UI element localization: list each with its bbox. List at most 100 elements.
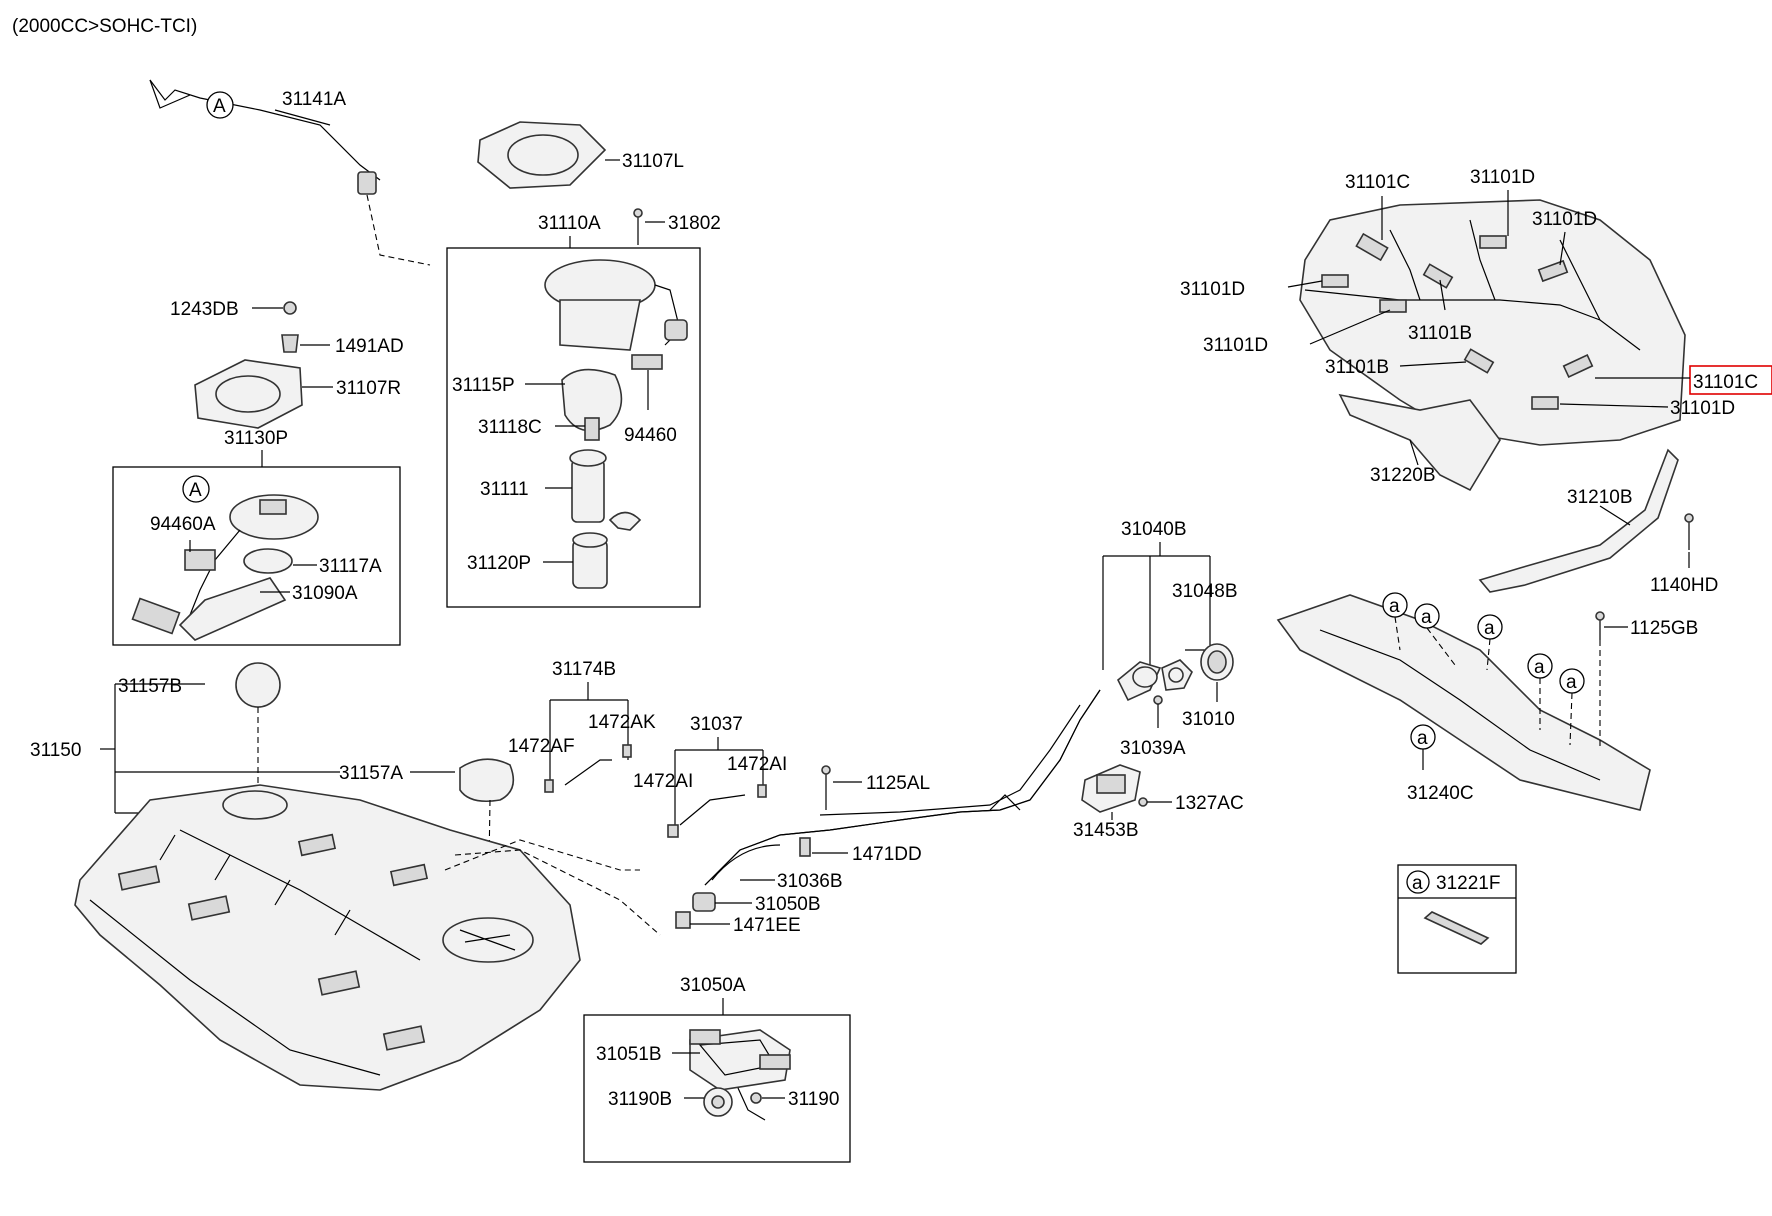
label-94460[interactable]: 94460 (624, 425, 677, 446)
fuel-pump-module[interactable] (544, 259, 688, 351)
label-31050B[interactable]: 31050B (755, 894, 821, 915)
label-31130P[interactable]: 31130P (224, 428, 288, 449)
label-31111[interactable]: 31111 (480, 479, 529, 500)
filler-hose-31036B[interactable] (711, 844, 781, 881)
clamp-1472AK[interactable] (622, 744, 632, 758)
tank-cover-31101[interactable] (1299, 199, 1686, 446)
filler-pipe[interactable] (704, 689, 1101, 886)
label-1472AF[interactable]: 1472AF (508, 736, 575, 757)
label-31157B[interactable]: 31157B (118, 676, 182, 697)
filter-31120P[interactable] (572, 532, 608, 589)
label-31174B[interactable]: 31174B (552, 659, 616, 680)
bolt-1140HD[interactable] (1684, 513, 1694, 550)
screw-1327AC[interactable] (1138, 797, 1148, 807)
label-31050A[interactable]: 31050A (680, 975, 746, 996)
oring-31117A[interactable] (243, 548, 293, 574)
label-31240C[interactable]: 31240C (1407, 783, 1474, 804)
label-1491AD[interactable]: 1491AD (335, 336, 404, 357)
label-31051B[interactable]: 31051B (596, 1044, 662, 1065)
label-31210B[interactable]: 31210B (1567, 487, 1633, 508)
hose-31050B[interactable] (692, 892, 716, 912)
label-31090A[interactable]: 31090A (292, 583, 358, 604)
clamp-1472AF[interactable] (544, 779, 554, 793)
label-94460A[interactable]: 94460A (150, 514, 216, 535)
label-1471EE[interactable]: 1471EE (733, 915, 801, 936)
label-31107L[interactable]: 31107L (622, 151, 684, 172)
canister-31051B[interactable] (689, 1029, 791, 1091)
label-31101D-5[interactable]: 31101D (1670, 398, 1735, 419)
label-31115P[interactable]: 31115P (452, 375, 515, 396)
screw-31039A[interactable] (1153, 695, 1163, 705)
clamp-1471DD[interactable] (799, 837, 811, 857)
label-31802[interactable]: 31802 (668, 213, 721, 234)
fuel-tank-31150[interactable] (74, 784, 581, 1091)
strap-31210B[interactable] (1478, 448, 1679, 593)
label-31048B[interactable]: 31048B (1172, 581, 1238, 602)
label-31141A[interactable]: 31141A (282, 89, 346, 110)
grommet-1491AD[interactable] (281, 334, 299, 353)
clamp-1471EE[interactable] (675, 911, 691, 929)
label-1471DD[interactable]: 1471DD (852, 844, 922, 865)
bracket-31090A[interactable] (178, 577, 287, 641)
label-31190[interactable]: 31190 (788, 1089, 839, 1110)
label-31101D-1[interactable]: 31101D (1470, 167, 1535, 188)
label-1140HD[interactable]: 1140HD (1650, 575, 1718, 596)
hose-31190[interactable] (737, 1087, 766, 1121)
bolt-1125GB[interactable] (1595, 611, 1605, 640)
gasket-31157B[interactable] (235, 662, 281, 708)
label-31101B-2[interactable]: 31101B (1325, 357, 1389, 378)
housing-31453B[interactable] (1081, 764, 1141, 813)
label-31157A[interactable]: 31157A (339, 763, 403, 784)
label-31453B[interactable]: 31453B (1073, 820, 1139, 841)
label-31101C-2[interactable]: 31101C (1693, 372, 1758, 393)
clamp-1472AI-2[interactable] (757, 784, 767, 798)
label-1125AL[interactable]: 1125AL (866, 773, 930, 794)
label-31101D-3[interactable]: 31101D (1180, 279, 1245, 300)
hose-31037[interactable] (679, 794, 746, 826)
pad-31221F[interactable] (1423, 911, 1490, 945)
label-31220B[interactable]: 31220B (1370, 465, 1436, 486)
heat-shield-31220B[interactable] (1338, 393, 1501, 492)
clamp-1472AI-1[interactable] (667, 824, 679, 838)
label-1243DB[interactable]: 1243DB (170, 299, 239, 320)
label-1472AI-1[interactable]: 1472AI (633, 771, 693, 792)
label-31101D-4[interactable]: 31101D (1203, 335, 1268, 356)
label-31150[interactable]: 31150 (30, 740, 81, 761)
label-31118C[interactable]: 31118C (478, 417, 542, 438)
label-31037[interactable]: 31037 (690, 714, 743, 735)
label-31221F[interactable]: 31221F (1436, 873, 1500, 894)
label-31040B[interactable]: 31040B (1121, 519, 1187, 540)
label-31107R[interactable]: 31107R (336, 378, 401, 399)
hose-31174B[interactable] (564, 759, 612, 786)
filler-neck-31040B[interactable] (1116, 661, 1162, 702)
label-31039A[interactable]: 31039A (1120, 738, 1186, 759)
label-31117A[interactable]: 31117A (319, 556, 382, 577)
sender-31130P[interactable] (131, 494, 319, 635)
gasket-31048B[interactable] (1161, 659, 1193, 691)
bolt-31802[interactable] (633, 208, 643, 245)
label-31036B[interactable]: 31036B (777, 871, 843, 892)
retainer-clip[interactable] (608, 511, 642, 531)
label-31190B[interactable]: 31190B (608, 1089, 672, 1110)
pump-31111[interactable] (569, 449, 607, 523)
gasket-31107L[interactable] (477, 121, 607, 189)
label-31110A[interactable]: 31110A (538, 213, 601, 234)
under-cover-31240C[interactable] (1276, 594, 1651, 811)
label-31101B-1[interactable]: 31101B (1408, 323, 1472, 344)
gasket-31157A[interactable] (459, 758, 515, 803)
label-31101C-1[interactable]: 31101C (1345, 172, 1410, 193)
gasket-31107R[interactable] (194, 359, 303, 429)
label-1125GB[interactable]: 1125GB (1630, 618, 1698, 639)
cap-31010[interactable] (1200, 643, 1234, 681)
label-31120P[interactable]: 31120P (467, 553, 531, 574)
valve-31190B[interactable] (703, 1087, 733, 1117)
screw-1243DB[interactable] (283, 301, 297, 315)
filter-31118C[interactable] (584, 417, 600, 441)
oring-31115P[interactable] (561, 368, 623, 432)
label-31101D-2[interactable]: 31101D (1532, 209, 1597, 230)
bolt-1125AL[interactable] (821, 765, 831, 810)
label-1472AK[interactable]: 1472AK (588, 712, 656, 733)
label-1327AC[interactable]: 1327AC (1175, 793, 1244, 814)
pad-94460[interactable] (631, 354, 663, 370)
label-31010[interactable]: 31010 (1182, 709, 1235, 730)
